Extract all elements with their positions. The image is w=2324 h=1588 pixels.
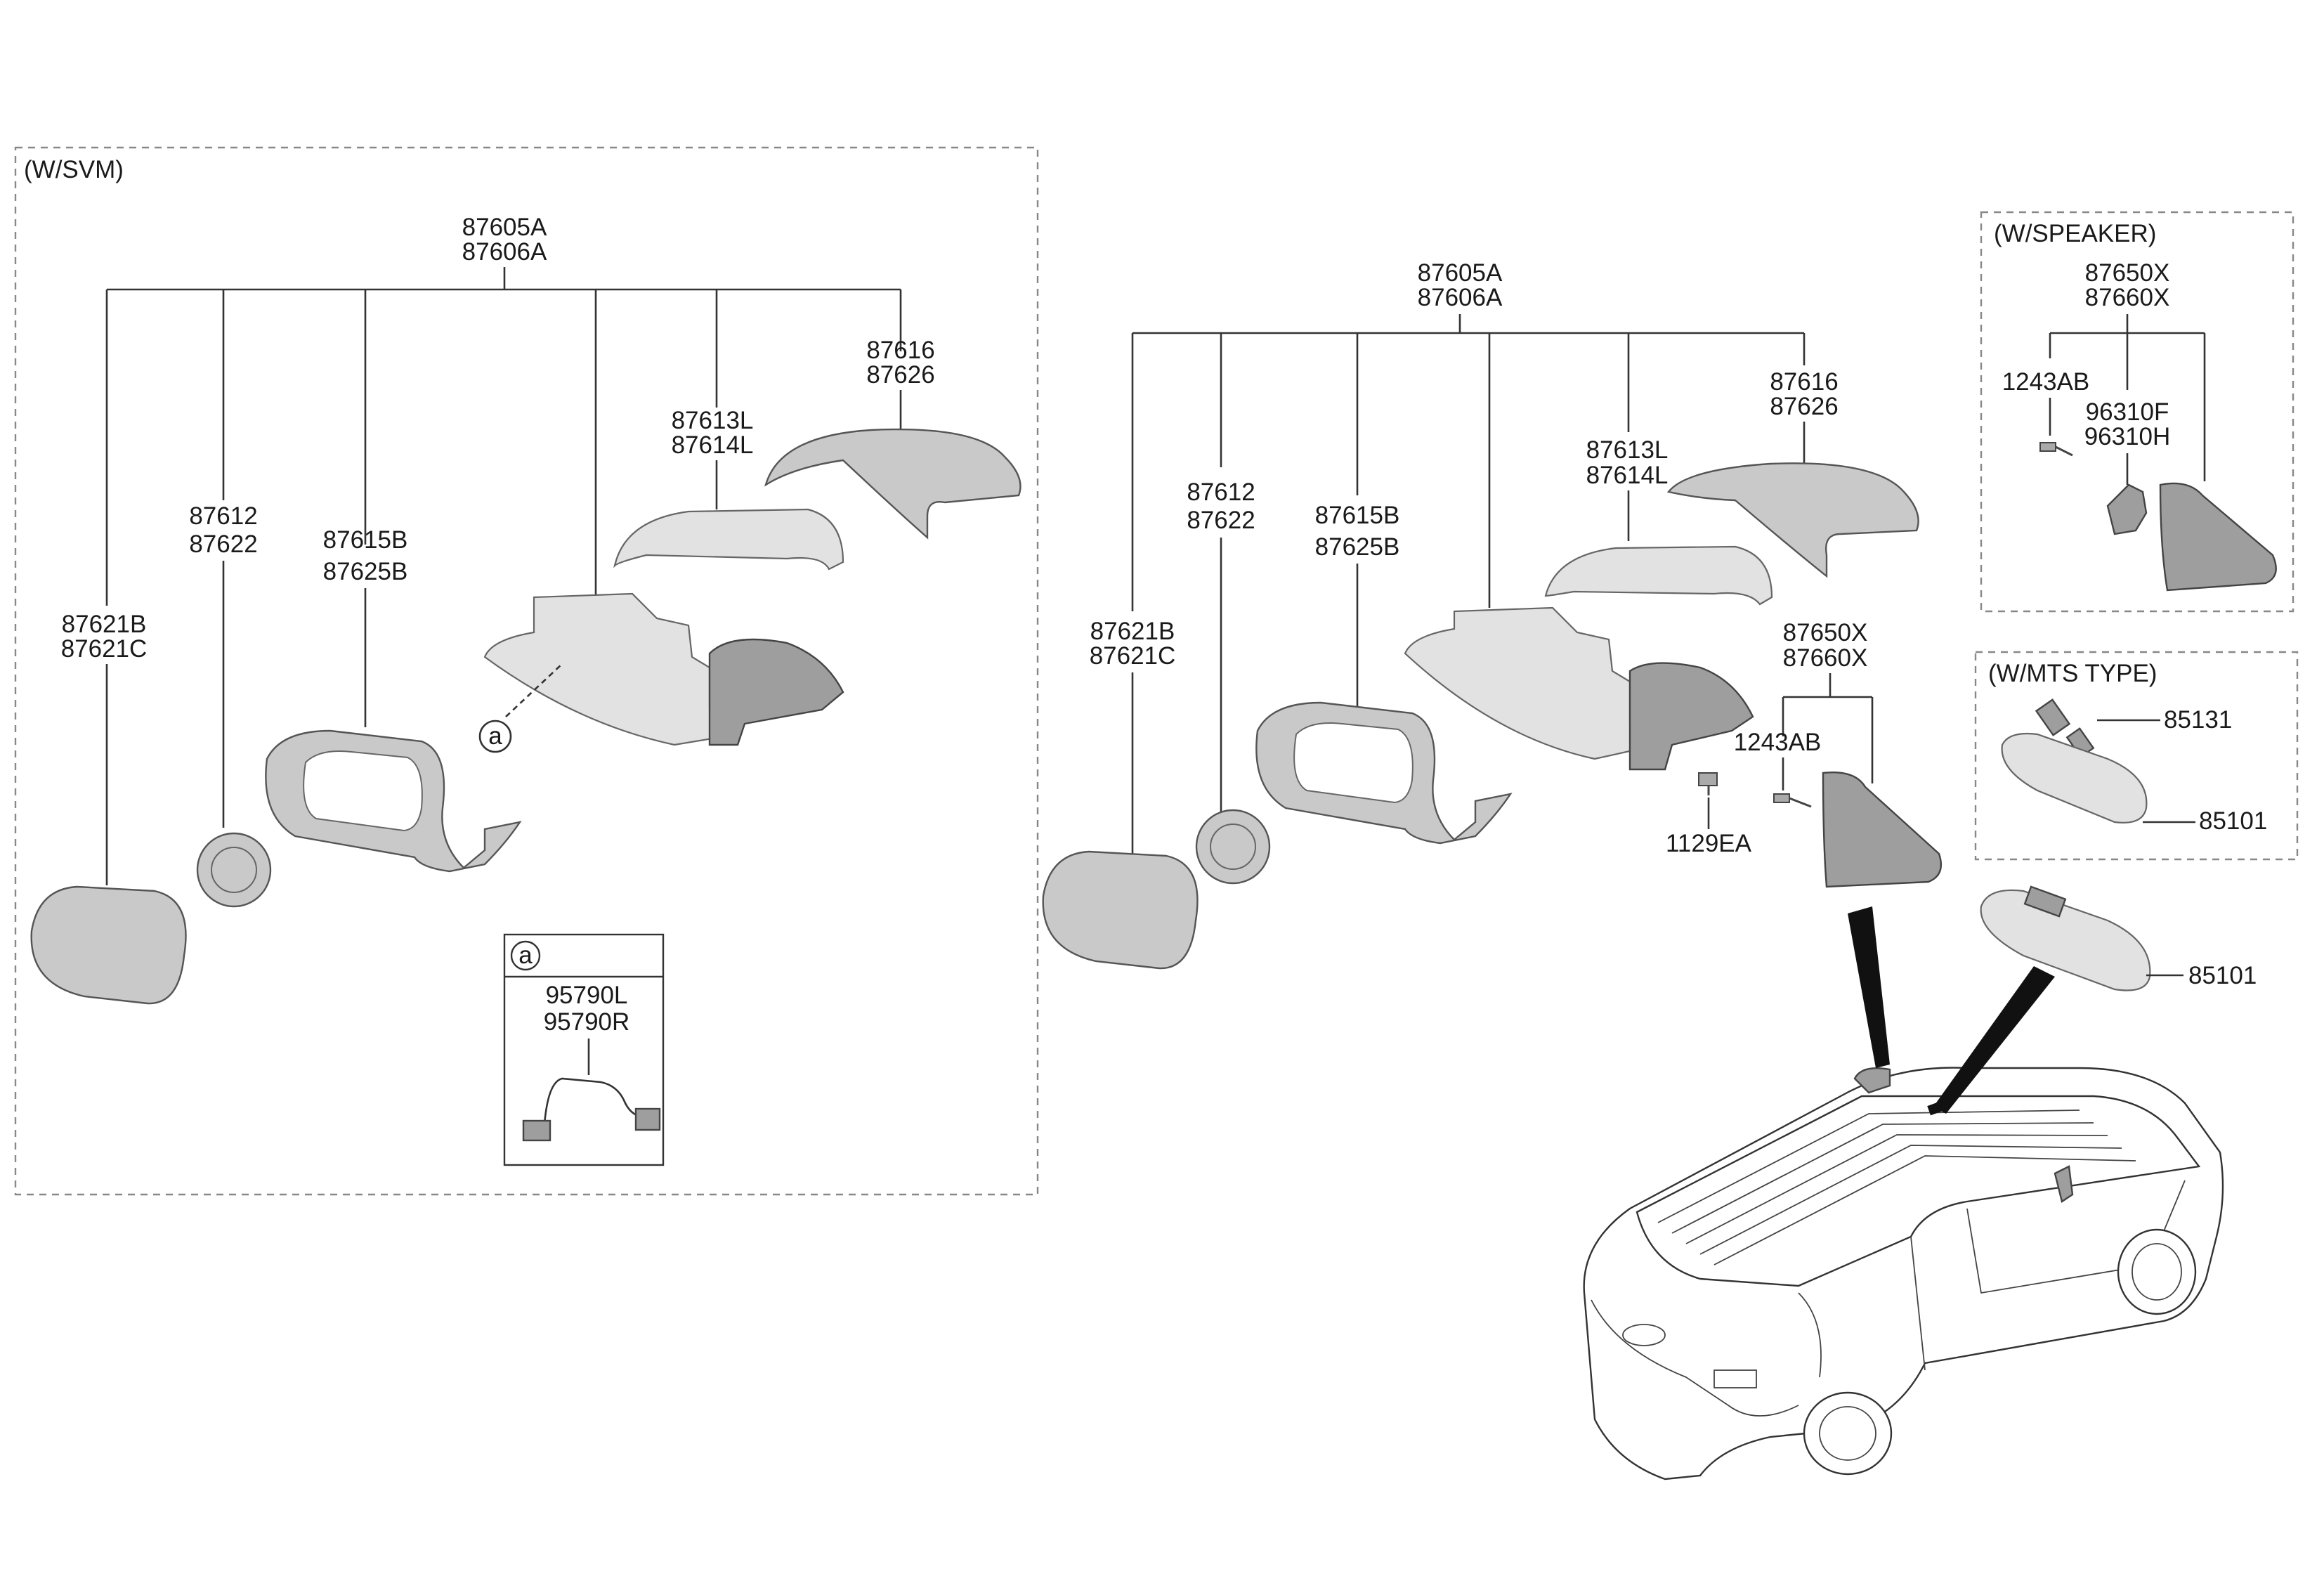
svm-mirror-actuator[interactable] (196, 832, 272, 908)
speaker-section-frame (1980, 211, 2294, 613)
svm-glass-label-1[interactable]: 87621B (62, 611, 147, 638)
svm-assy-label-2[interactable]: 87606A (462, 238, 547, 266)
pointer-arrow-inside-mirror (1933, 966, 2055, 1114)
main-housing-label-2[interactable]: 87625B (1315, 533, 1400, 561)
mts-mirror-label[interactable]: 85101 (2199, 807, 2267, 835)
svm-lamp-label-2[interactable]: 87614L (672, 431, 754, 459)
svm-callout-a[interactable]: a (488, 722, 502, 750)
main-lamp-label-1[interactable]: 87613L (1586, 436, 1669, 464)
inside-mirror-label[interactable]: 85101 (2188, 962, 2257, 989)
inside-rear-view-mirror[interactable] (1980, 889, 2151, 991)
speaker-screw-label[interactable]: 1243AB (2002, 368, 2090, 396)
mts-inside-mirror[interactable] (2001, 732, 2148, 824)
svm-wiring-harness[interactable] (543, 1077, 647, 1125)
svm-lamp-label-1[interactable]: 87613L (672, 407, 754, 434)
main-assy-label-2[interactable]: 87606A (1418, 284, 1503, 311)
harness-connector-a (522, 1119, 551, 1142)
svm-glass-label-2[interactable]: 87621C (61, 635, 148, 663)
main-assy-label-1[interactable]: 87605A (1418, 259, 1503, 287)
harness-label-1[interactable]: 95790L (546, 982, 628, 1009)
main-mirror-glass[interactable] (1042, 850, 1199, 970)
detail-a-box (503, 933, 665, 1166)
main-glass-label-2[interactable]: 87621C (1090, 642, 1176, 670)
speaker-section-label: (W/SPEAKER) (1994, 220, 2156, 247)
main-glass-label-1[interactable]: 87621B (1090, 618, 1175, 645)
harness-label-2[interactable]: 95790R (544, 1008, 630, 1036)
main-cap-label-1[interactable]: 87616 (1770, 368, 1838, 396)
svm-section-frame (14, 146, 1039, 1196)
main-lamp-label-2[interactable]: 87614L (1586, 462, 1669, 489)
speaker-label-2[interactable]: 96310H (2084, 423, 2171, 450)
main-actuator-label-1[interactable]: 87612 (1187, 479, 1255, 506)
main-cap-label-2[interactable]: 87626 (1770, 393, 1838, 420)
detail-a-tag: a (518, 942, 533, 969)
speaker-garnish-triangle[interactable] (2159, 482, 2277, 592)
svm-mirror-glass[interactable] (30, 885, 187, 1005)
mts-section-label: (W/MTS TYPE) (1988, 660, 2157, 687)
pointer-arrow-side-mirror (1848, 906, 1890, 1068)
mts-cover-label[interactable]: 85131 (2164, 706, 2232, 734)
svm-mirror-base[interactable] (708, 638, 844, 746)
main-screw-label[interactable]: 1243AB (1734, 729, 1822, 756)
mts-section-frame (1974, 651, 2299, 861)
svm-housing-label-1[interactable]: 87615B (323, 526, 408, 554)
main-mirror-base[interactable] (1628, 662, 1754, 771)
vehicle-illustration (1583, 1067, 2224, 1480)
svm-actuator-label-2[interactable]: 87622 (189, 531, 257, 558)
main-actuator-label-2[interactable]: 87622 (1187, 507, 1255, 534)
svm-assy-label-1[interactable]: 87605A (462, 214, 547, 241)
svm-cap-label-1[interactable]: 87616 (866, 337, 934, 364)
main-housing-label-1[interactable]: 87615B (1315, 502, 1400, 529)
main-mirror-actuator[interactable] (1195, 809, 1271, 885)
speaker-unit[interactable] (2106, 483, 2148, 535)
main-garnish-label-1[interactable]: 87650X (1783, 619, 1868, 646)
svm-section-label: (W/SVM) (24, 156, 124, 183)
harness-connector-b (634, 1107, 661, 1131)
svm-turn-signal-lamp[interactable] (613, 508, 844, 571)
main-bolt-label[interactable]: 1129EA (1666, 830, 1752, 857)
speaker-garnish-label-1[interactable]: 87650X (2085, 259, 2170, 287)
mts-cover[interactable] (2035, 698, 2071, 736)
svm-cap-label-2[interactable]: 87626 (866, 361, 934, 389)
main-mirror-cap[interactable] (1666, 462, 1919, 578)
speaker-screw-icon[interactable] (2039, 442, 2073, 457)
main-turn-signal-lamp[interactable] (1544, 545, 1773, 606)
main-screw-icon[interactable] (1773, 793, 1812, 808)
svm-housing-label-2[interactable]: 87625B (323, 558, 408, 585)
speaker-label-1[interactable]: 96310F (2086, 398, 2169, 426)
svm-mirror-cap[interactable] (764, 428, 1021, 540)
speaker-garnish-label-2[interactable]: 87660X (2085, 284, 2170, 311)
main-garnish-label-2[interactable]: 87660X (1783, 644, 1868, 672)
main-garnish-triangle[interactable] (1822, 772, 1943, 888)
svm-mirror-body-frame[interactable] (483, 592, 740, 746)
main-mirror-body-frame[interactable] (1404, 606, 1660, 760)
svm-actuator-label-1[interactable]: 87612 (189, 502, 257, 530)
main-bolt-icon[interactable] (1698, 772, 1718, 795)
